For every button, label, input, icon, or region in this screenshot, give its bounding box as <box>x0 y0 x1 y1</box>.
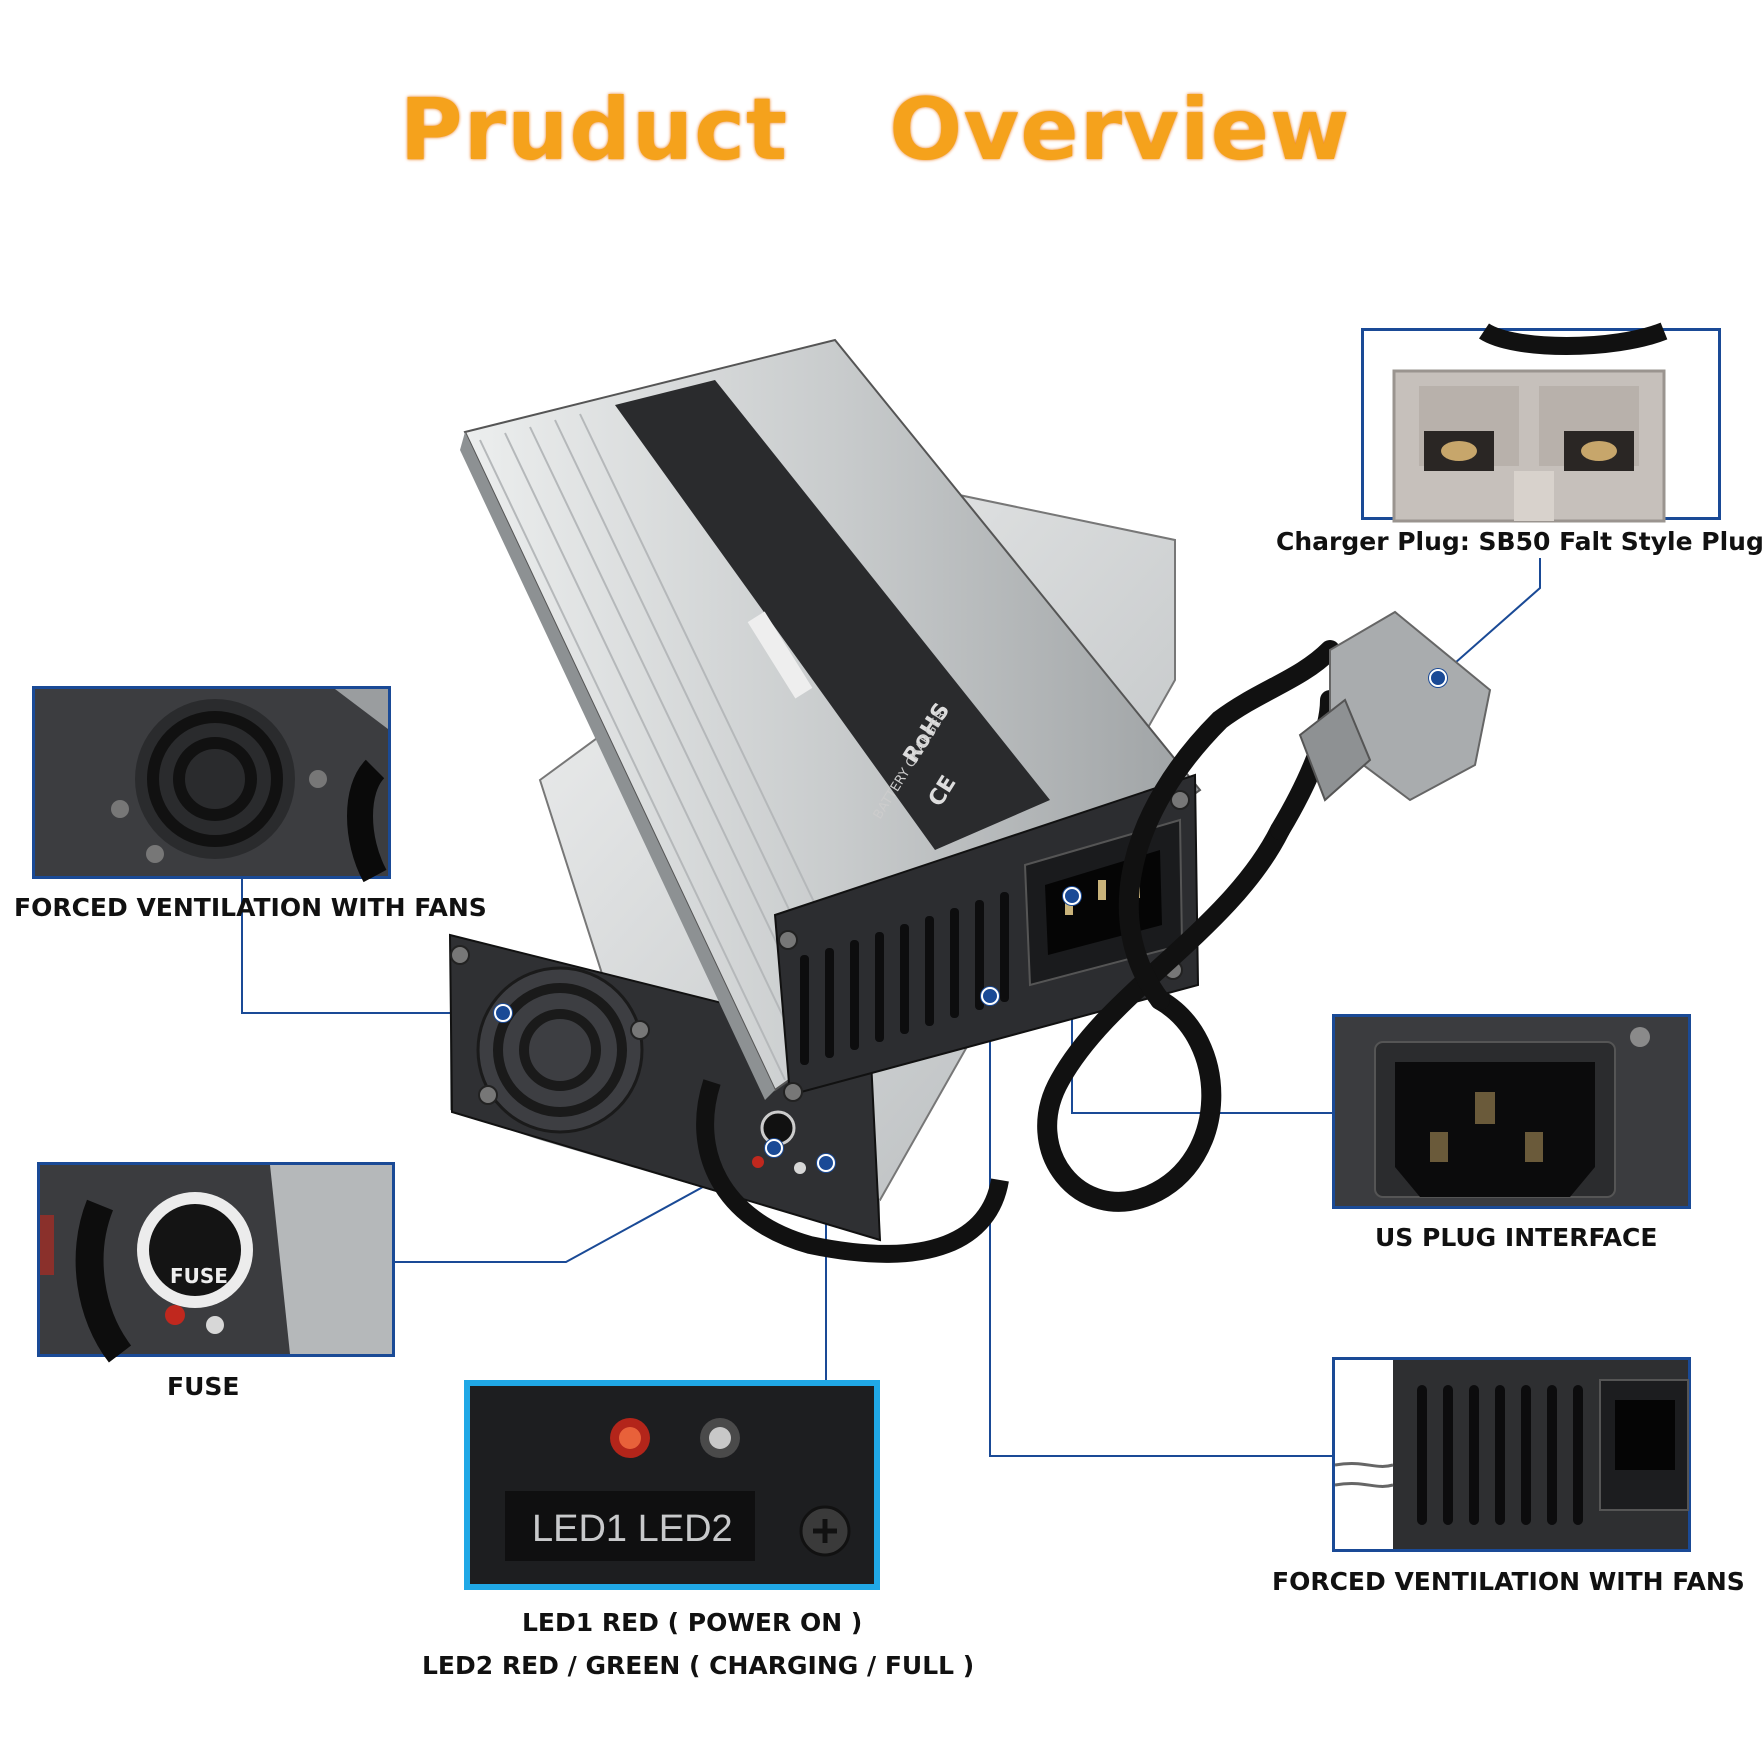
us-plug-closeup <box>1335 1017 1688 1206</box>
title-word-1: Pruduct <box>399 80 789 180</box>
vent-closeup <box>1334 1360 1689 1549</box>
callout-dot-led <box>817 1154 835 1172</box>
us-plug-inset <box>1332 1014 1691 1209</box>
line-fans-left <box>241 875 503 1014</box>
us-plug-label: US PLUG INTERFACE <box>1375 1223 1658 1252</box>
fuse-label: FUSE <box>167 1372 240 1401</box>
fuse-closeup: FUSE <box>40 1165 392 1363</box>
fuse-inset: FUSE <box>37 1162 395 1363</box>
callout-dot-fuse <box>765 1139 783 1157</box>
sb50-plug <box>1298 610 1492 802</box>
callout-dot-us-plug <box>1063 887 1081 905</box>
charger-plug-inset <box>1361 322 1721 523</box>
charger-plug-label: Charger Plug: SB50 Falt Style Plug <box>1276 527 1764 556</box>
fans-right-inset <box>1332 1357 1691 1552</box>
fuse-cap-text: FUSE <box>170 1264 228 1288</box>
led-closeup: LED1 LED2 <box>470 1386 874 1584</box>
title-word-2: Overview <box>889 80 1351 180</box>
fans-left-inset <box>32 686 391 883</box>
led-label-line1: LED1 RED ( POWER ON ) <box>522 1608 863 1637</box>
fans-right-label: FORCED VENTILATION WITH FANS <box>1272 1567 1745 1596</box>
page-title: Pruduct Overview <box>0 80 1750 180</box>
fan-closeup <box>35 689 388 883</box>
callout-dot-fans-right <box>981 987 999 1005</box>
line-charger-plug <box>1437 558 1541 679</box>
line-fans-right <box>989 996 1332 1457</box>
led-inset: LED1 LED2 <box>464 1380 880 1590</box>
sb50-plug-closeup <box>1392 322 1668 523</box>
fans-left-label: FORCED VENTILATION WITH FANS <box>14 893 487 922</box>
led-plate-text: LED1 LED2 <box>532 1508 733 1550</box>
led-label-line2: LED2 RED / GREEN ( CHARGING / FULL ) <box>422 1651 975 1680</box>
callout-dot-fans-left <box>494 1004 512 1022</box>
callout-dot-charger-plug <box>1429 669 1447 687</box>
